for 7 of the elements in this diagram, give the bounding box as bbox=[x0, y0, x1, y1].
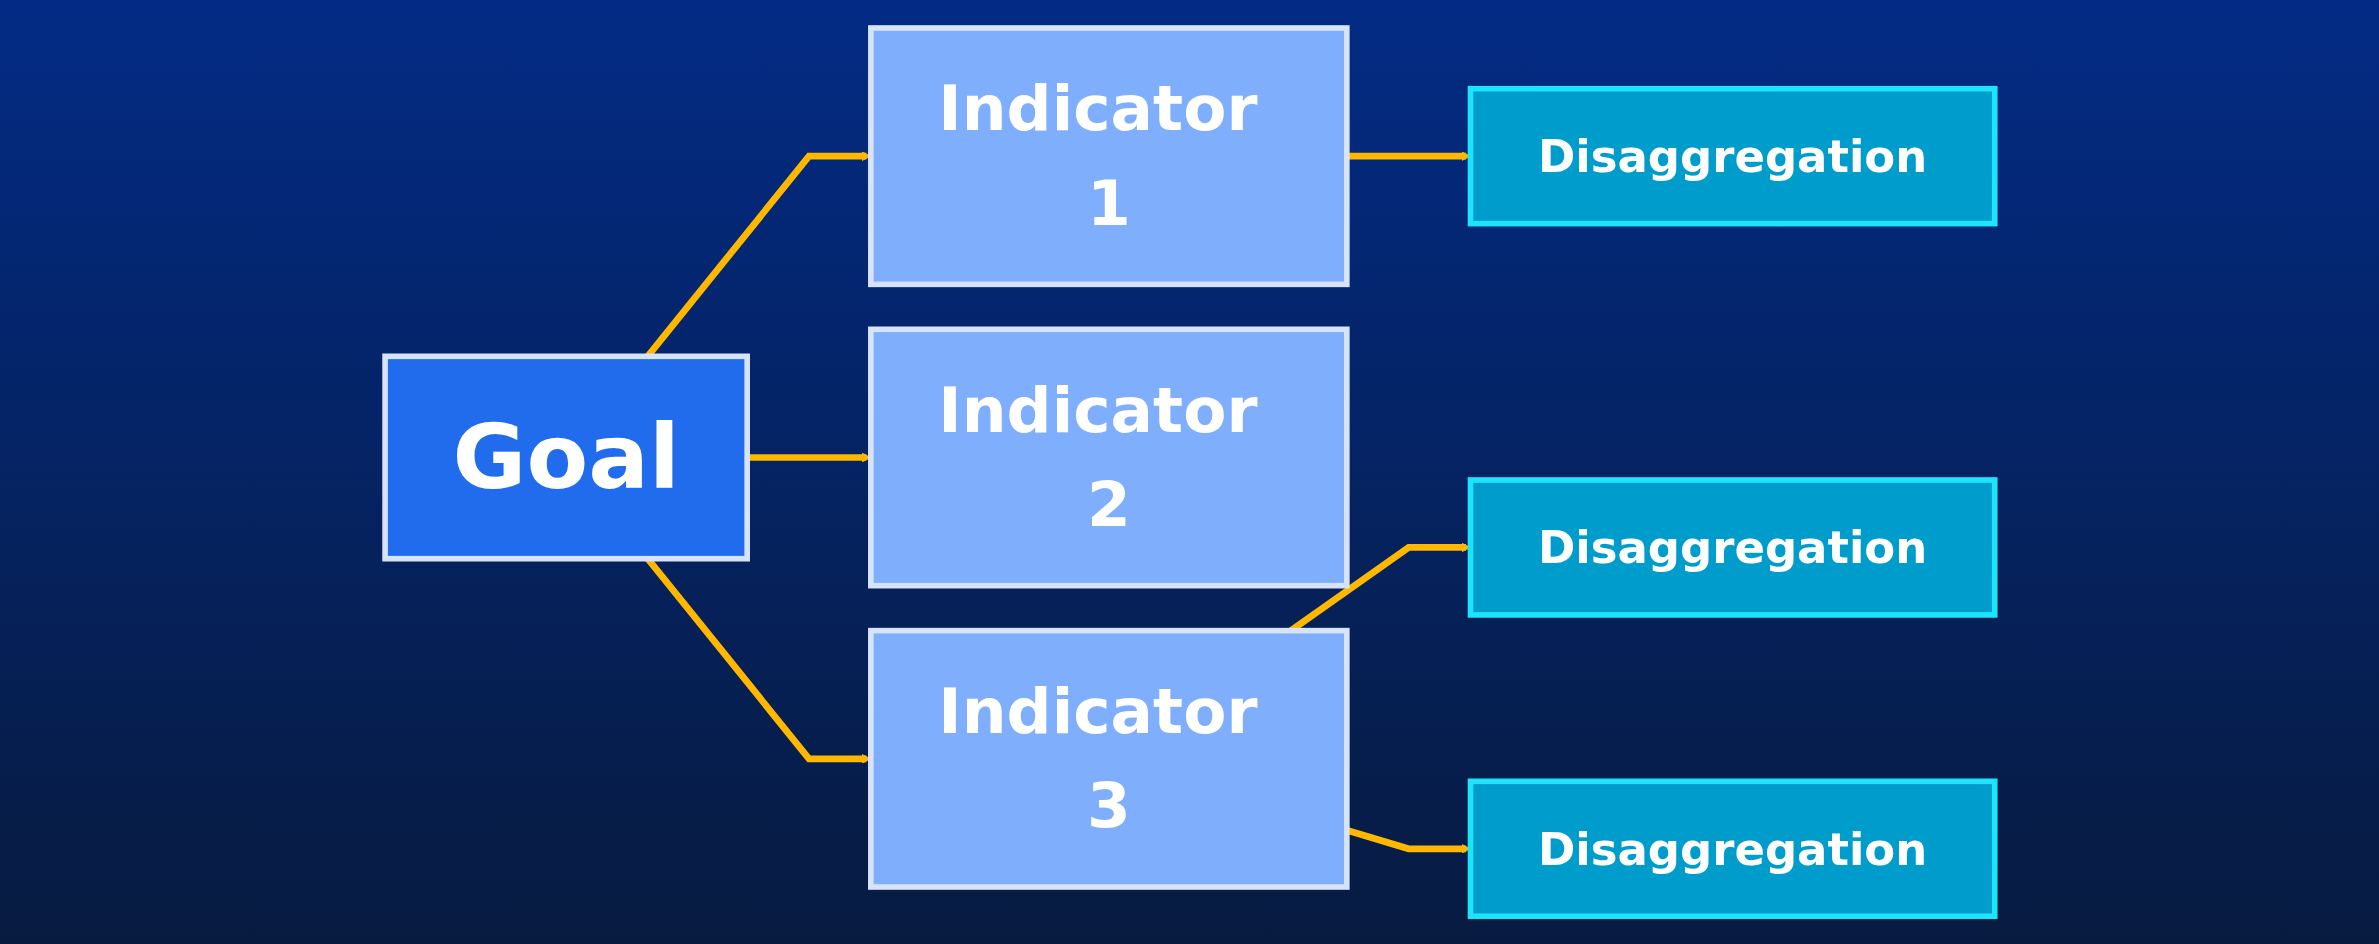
node-box: Indicator 3 bbox=[867, 627, 1350, 890]
node-box: Disaggregation bbox=[1467, 477, 1998, 618]
node-box: Goal bbox=[381, 353, 750, 562]
node-box: Indicator 2 bbox=[867, 326, 1350, 589]
node-box: Indicator 1 bbox=[867, 25, 1350, 288]
node-box: Disaggregation bbox=[1467, 778, 1998, 919]
node-box: Disaggregation bbox=[1467, 85, 1998, 227]
